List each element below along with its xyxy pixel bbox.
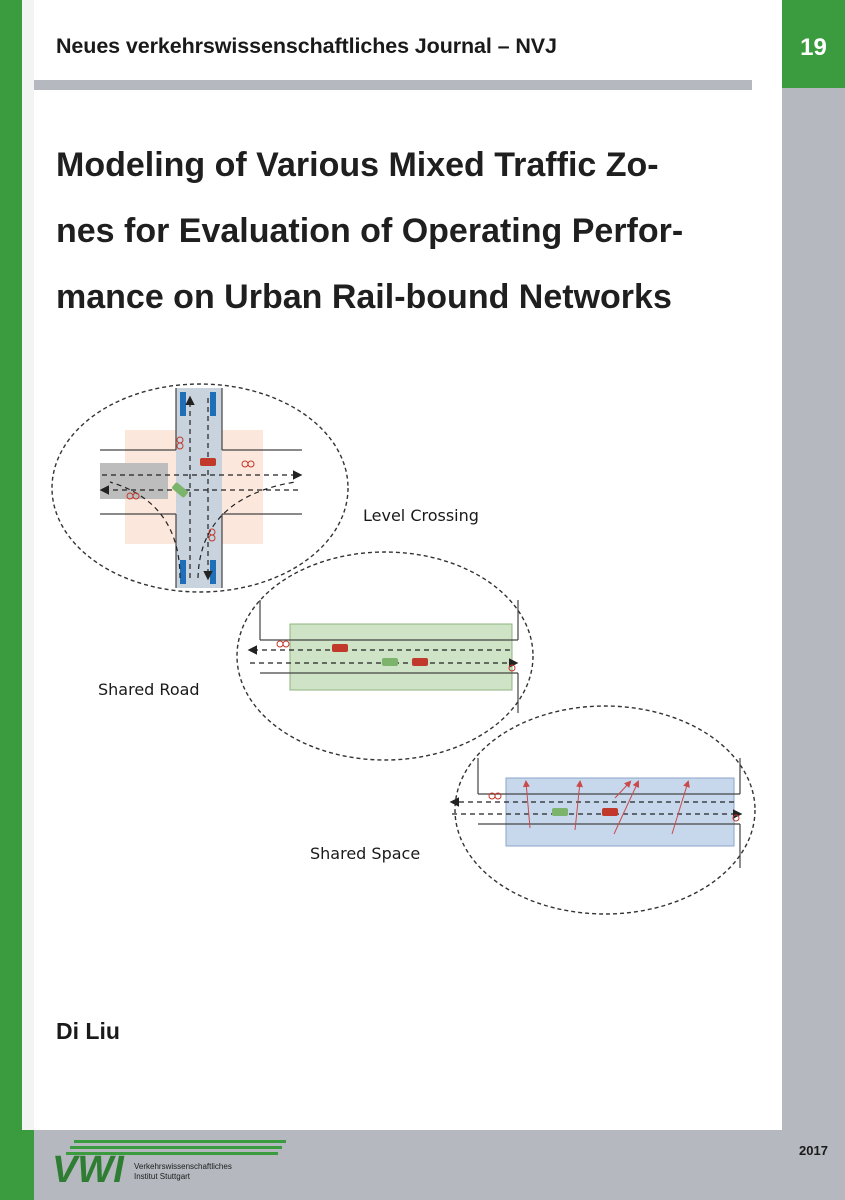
- title-line-3: mance on Urban Rail-bound Networks: [56, 278, 672, 316]
- label-shared-road: Shared Road: [98, 680, 200, 699]
- publisher-logo: VWI Verkehrswissenschaftliches Institut …: [48, 1136, 298, 1192]
- level-crossing-zone: [51, 383, 349, 593]
- right-gray-band: [782, 88, 845, 1130]
- journal-title: Neues verkehrswissenschaftliches Journal…: [56, 34, 557, 58]
- label-shared-space: Shared Space: [310, 844, 421, 863]
- vwi-logo-graphic: VWI: [52, 1140, 286, 1191]
- publisher-name-line2: Institut Stuttgart: [134, 1172, 191, 1181]
- issue-number-box: 19: [782, 0, 845, 88]
- title-line-1: Modeling of Various Mixed Traffic Zo-: [56, 146, 659, 184]
- shared-space-zone: [449, 705, 756, 915]
- label-level-crossing: Level Crossing: [363, 506, 479, 525]
- bottom-green-corner: [0, 1130, 34, 1200]
- vwi-logo-text: VWI: [52, 1149, 125, 1191]
- publication-year: 2017: [799, 1143, 828, 1158]
- author-name: Di Liu: [56, 1018, 120, 1044]
- left-green-strip: [0, 0, 22, 1200]
- publisher-name-line1: Verkehrswissenschaftliches: [134, 1162, 232, 1171]
- cover-figure: Level Crossing Shared Road Shared Space: [40, 378, 780, 918]
- header-rule: [34, 80, 752, 90]
- shared-road-zone: [236, 551, 534, 761]
- left-inner-strip: [22, 0, 34, 1130]
- title-line-2: nes for Evaluation of Operating Perfor-: [56, 212, 684, 250]
- traffic-zones-diagram: [51, 383, 756, 915]
- book-title: Modeling of Various Mixed Traffic Zo- ne…: [56, 132, 756, 330]
- issue-number: 19: [800, 34, 827, 61]
